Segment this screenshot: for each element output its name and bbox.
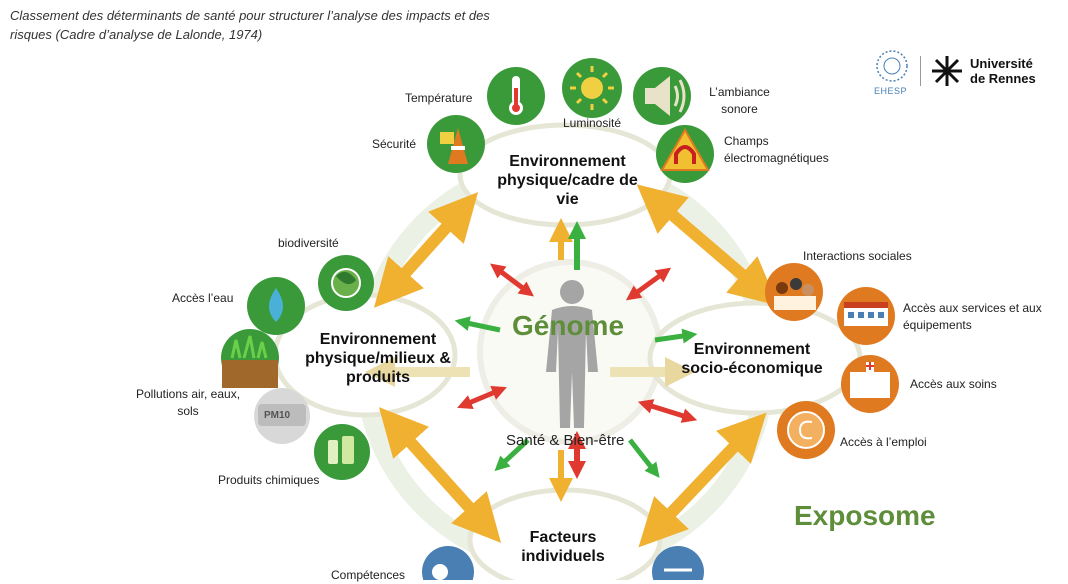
arrow-top-left <box>373 192 479 308</box>
arrow-diag-green-4 <box>628 438 660 478</box>
person-icon <box>546 280 598 428</box>
rennes-logo-icon <box>932 56 962 86</box>
node-right-title: Environnement socio-économique <box>681 341 823 377</box>
speaker-icon <box>633 67 691 125</box>
label-ambiance: L’ambiance sonore <box>709 85 770 116</box>
label-soins: Accès aux soins <box>910 377 997 391</box>
label-eau: Accès l’eau <box>172 291 234 305</box>
arrow-diag-green-2 <box>654 328 698 344</box>
label-biodiversite: biodiversité <box>278 236 339 250</box>
genome-label: Génome <box>512 310 625 341</box>
sante-label: Santé & Bien-être <box>506 432 625 449</box>
logo-separator <box>920 56 921 86</box>
university-name: Université de Rennes <box>970 56 1036 86</box>
services-icon <box>837 287 895 345</box>
node-top-title: Environnement physique/cadre de vie <box>497 153 638 208</box>
chemicals-icon <box>314 424 370 480</box>
logo: EHESP Université de Rennes <box>872 48 1052 102</box>
label-temperature: Température <box>405 91 473 105</box>
label-securite: Sécurité <box>372 137 417 151</box>
health-icon <box>652 546 704 580</box>
biodiversity-icon <box>318 255 374 311</box>
pm10-icon <box>254 388 310 444</box>
label-chimiques: Produits chimiques <box>218 473 320 487</box>
node-left-title: Environnement physique/milieux & produit… <box>305 331 451 386</box>
arrow-diag-green-1 <box>454 316 501 333</box>
arrow-diag-red-3 <box>457 385 507 410</box>
caption: Classement des déterminants de santé pou… <box>10 8 490 42</box>
label-interactions: Interactions sociales <box>803 249 912 263</box>
arrow-diag-red-2 <box>625 267 672 301</box>
safety-icon <box>427 115 485 173</box>
social-interactions-icon <box>765 263 823 321</box>
label-pollutions: Pollutions air, eaux, sols <box>135 387 241 418</box>
label-competences: Compétences <box>331 568 406 582</box>
employment-icon <box>777 401 835 459</box>
water-drop-icon <box>247 277 305 335</box>
competences-icon <box>422 546 474 580</box>
sun-icon <box>562 58 622 118</box>
label-pm10: PM10 <box>264 410 291 421</box>
label-services: Accès aux services et aux équipements <box>903 301 1042 332</box>
label-emploi: Accès à l’emploi <box>840 435 927 449</box>
label-luminosite: Luminosité <box>563 116 622 130</box>
arrow-diag-red-1 <box>490 263 534 297</box>
pollution-landscape-icon <box>221 329 279 388</box>
ehesp-label: EHESP <box>874 86 908 96</box>
arrow-left-bottom <box>378 407 502 543</box>
arrow-diag-red-4 <box>637 399 698 423</box>
healthcare-icon <box>841 355 899 413</box>
arrow-right-bottom <box>638 412 767 548</box>
arrow-top-right <box>636 184 779 306</box>
arrow-diag-green-3 <box>494 438 530 472</box>
label-champs: Champs électromagnétiques <box>724 134 829 165</box>
ehesp-logo-icon <box>876 50 908 82</box>
thermometer-icon <box>487 67 545 125</box>
exposome-label: Exposome <box>794 500 936 531</box>
node-bottom-title: Facteurs individuels <box>521 529 605 565</box>
electromagnetic-icon <box>656 125 714 183</box>
